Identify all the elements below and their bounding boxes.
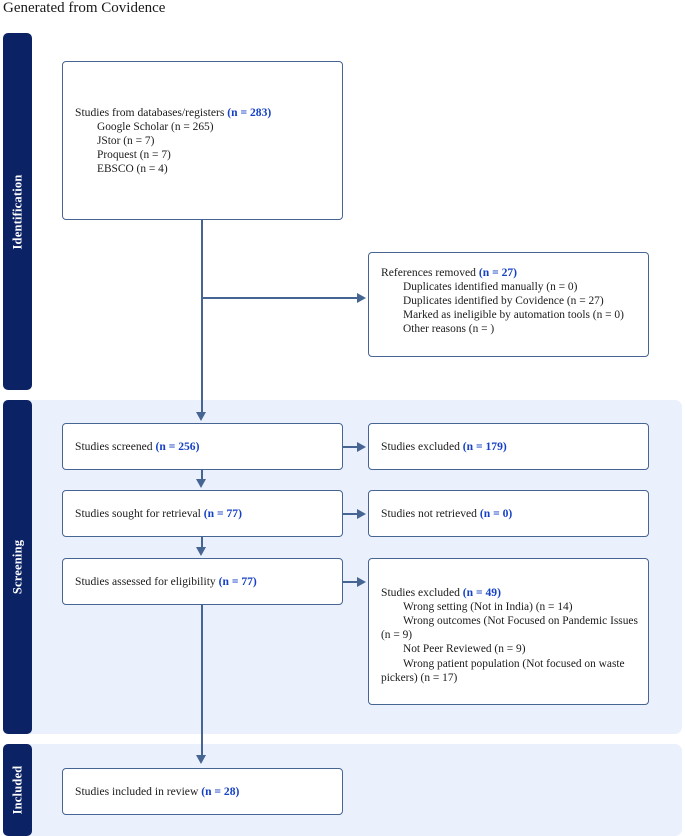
box-references-removed: References removed (n = 27) Duplicates i… <box>368 252 649 357</box>
arrow-right-icon <box>357 508 366 519</box>
arrow-down-icon <box>196 547 206 556</box>
studies-assessed-count: (n = 77) <box>218 574 257 588</box>
list-item: Not Peer Reviewed (n = 9) <box>403 643 526 656</box>
box-studies-screened: Studies screened (n = 256) <box>62 423 343 470</box>
databases-count: (n = 283) <box>227 106 272 119</box>
databases-item-list: Google Scholar (n = 265) JStor (n = 7) P… <box>75 120 334 176</box>
stage-label-screening: Screening <box>10 539 24 595</box>
studies-not-retrieved-count: (n = 0) <box>479 506 513 520</box>
studies-screened-heading-text: Studies screened <box>75 439 156 453</box>
page-title: Generated from Covidence <box>3 0 166 16</box>
stage-bar-identification: Identification <box>3 33 32 390</box>
connector-assessed-to-included <box>201 605 203 757</box>
list-item: Proquest (n = 7) <box>97 149 171 162</box>
box-studies-included-in-review: Studies included in review (n = 28) <box>62 768 343 815</box>
connector-screened-to-sought <box>201 470 203 481</box>
studies-sought-heading-text: Studies sought for retrieval <box>75 506 204 520</box>
references-removed-heading: References removed (n = 27) <box>381 266 640 280</box>
connector-to-references-removed <box>201 297 358 299</box>
arrow-down-icon <box>196 412 206 421</box>
arrow-right-icon <box>357 441 366 452</box>
list-item: Duplicates identified by Covidence (n = … <box>403 295 604 308</box>
list-item: JStor (n = 7) <box>97 135 155 148</box>
studies-excluded-reasons-heading-text: Studies excluded <box>381 586 463 599</box>
arrow-right-icon <box>357 576 366 587</box>
studies-excluded-reasons-heading: Studies excluded (n = 49) <box>381 586 640 600</box>
studies-sought-count: (n = 77) <box>203 506 242 520</box>
box-studies-sought-for-retrieval: Studies sought for retrieval (n = 77) <box>62 490 343 537</box>
list-item: Wrong outcomes (Not Focused on Pandemic … <box>381 615 638 642</box>
list-item: Duplicates identified manually (n = 0) <box>403 281 578 294</box>
studies-not-retrieved-heading-text: Studies not retrieved <box>381 506 480 520</box>
list-item: Wrong patient population (Not focused on… <box>381 657 625 684</box>
studies-excluded-screened-heading-text: Studies excluded <box>381 439 463 453</box>
studies-assessed-heading-text: Studies assessed for eligibility <box>75 574 219 588</box>
studies-excluded-reasons-item-list: Wrong setting (Not in India) (n = 14) Wr… <box>381 600 640 685</box>
databases-heading-text: Studies from databases/registers <box>75 106 228 119</box>
box-studies-not-retrieved: Studies not retrieved (n = 0) <box>368 490 649 537</box>
arrow-down-icon <box>196 755 206 764</box>
studies-screened-count: (n = 256) <box>155 439 200 453</box>
list-item: Marked as ineligible by automation tools… <box>403 309 624 322</box>
connector-databases-to-screened <box>201 220 203 415</box>
references-removed-count: (n = 27) <box>478 266 518 279</box>
connector-sought-to-not-retrieved <box>343 513 358 515</box>
arrow-right-icon <box>357 292 366 303</box>
references-removed-item-list: Duplicates identified manually (n = 0) D… <box>381 280 640 336</box>
connector-sought-to-assessed <box>201 537 203 549</box>
stage-bar-included: Included <box>3 744 32 836</box>
arrow-down-icon <box>196 479 206 488</box>
references-removed-heading-text: References removed <box>381 266 479 279</box>
list-item: Google Scholar (n = 265) <box>97 121 214 134</box>
studies-excluded-screened-count: (n = 179) <box>462 439 507 453</box>
databases-heading: Studies from databases/registers (n = 28… <box>75 106 334 120</box>
box-studies-assessed-for-eligibility: Studies assessed for eligibility (n = 77… <box>62 558 343 605</box>
list-item: Other reasons (n = ) <box>403 323 495 336</box>
studies-included-count: (n = 28) <box>201 784 240 798</box>
stage-bar-screening: Screening <box>3 400 32 734</box>
box-studies-from-databases: Studies from databases/registers (n = 28… <box>62 61 343 220</box>
stage-label-included: Included <box>10 765 24 815</box>
connector-screened-to-excluded <box>343 446 358 448</box>
studies-included-heading-text: Studies included in review <box>75 784 202 798</box>
studies-excluded-reasons-count: (n = 49) <box>462 586 501 599</box>
connector-assessed-to-excluded-reasons <box>343 581 358 583</box>
list-item: EBSCO (n = 4) <box>97 163 168 176</box>
stage-label-identification: Identification <box>10 173 24 250</box>
box-studies-excluded-with-reasons: Studies excluded (n = 49) Wrong setting … <box>368 558 649 705</box>
list-item: Wrong setting (Not in India) (n = 14) <box>403 601 573 614</box>
box-studies-excluded-screened: Studies excluded (n = 179) <box>368 423 649 470</box>
